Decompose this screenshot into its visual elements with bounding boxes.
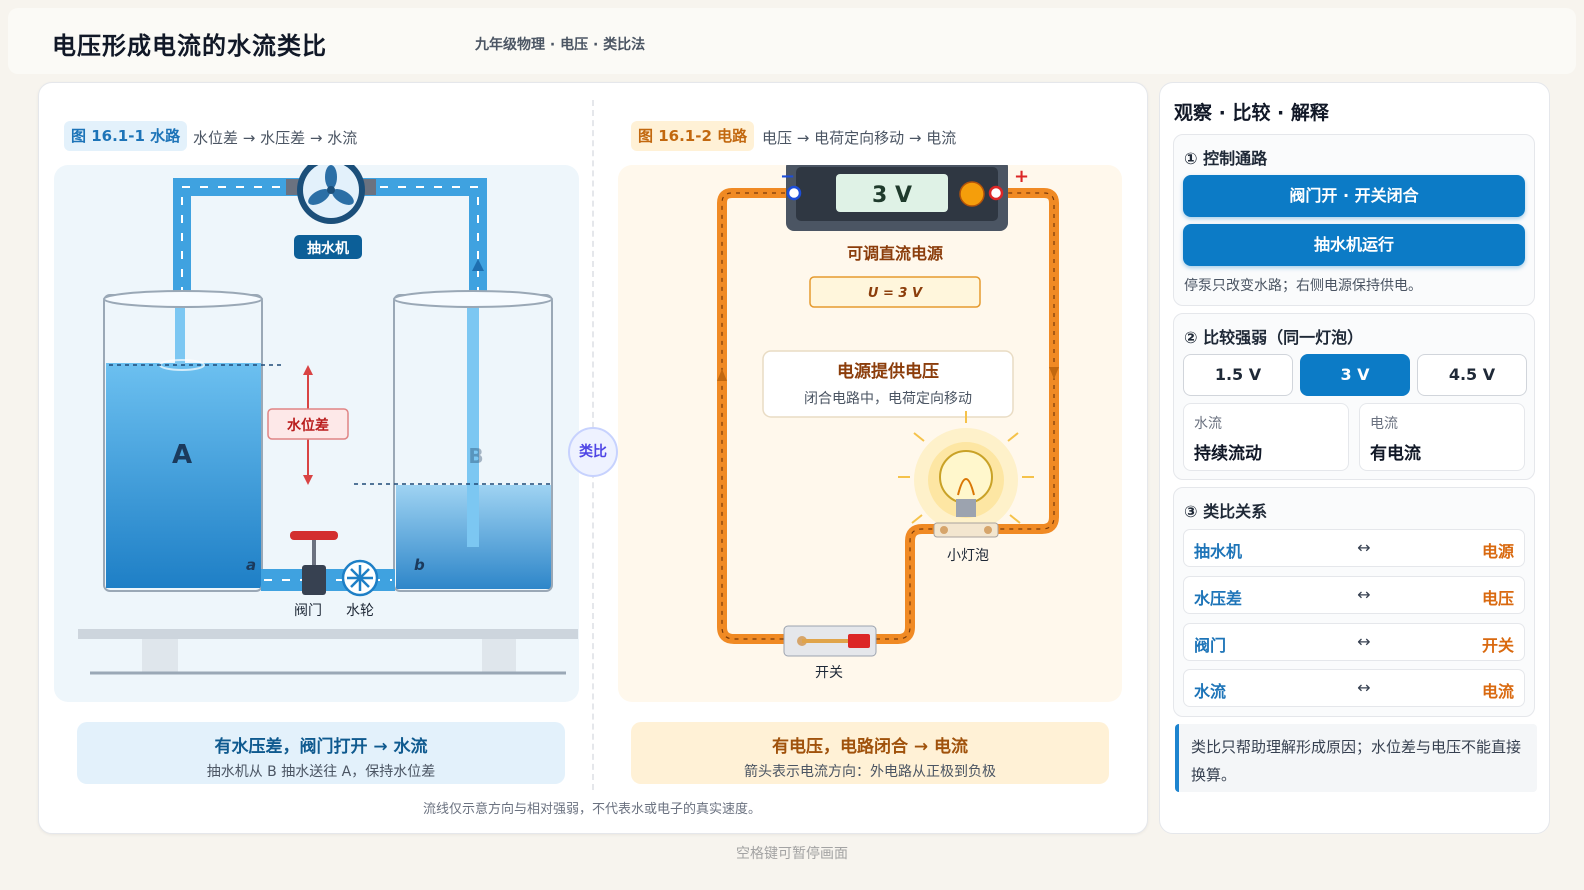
relation-left: 抽水机 <box>1194 542 1243 561</box>
info-title: 电源提供电压 <box>837 361 939 382</box>
control-heading: ① 控制通路 <box>1184 149 1268 168</box>
circuit-banner-sub: 箭头表示电流方向：外电路从正极到负极 <box>744 764 996 780</box>
negative-terminal <box>786 185 802 201</box>
relation-right: 电压 <box>1481 589 1514 608</box>
positive-terminal <box>988 185 1004 201</box>
bulb-icon <box>939 450 993 504</box>
water-diagram: 抽水机 A a 水位差 B b <box>78 156 578 675</box>
analogy-callout: 类比只帮助理解形成原因；水位差与电压不能直接换算。 <box>1175 724 1537 792</box>
relation-heading: ③ 类比关系 <box>1184 502 1268 521</box>
water-scene: 抽水机 A a 水位差 B b <box>54 156 579 702</box>
relation-left: 水压差 <box>1194 589 1243 608</box>
tank-a-label: A <box>172 440 192 470</box>
callout-text: 类比只帮助理解形成原因；水位差与电压不能直接换算。 <box>1191 738 1522 784</box>
relation-right: 开关 <box>1481 636 1514 655</box>
pump-label-bg <box>294 235 362 259</box>
water-figure-caption: 水位差 → 水压差 → 水流 <box>193 129 358 147</box>
relation-row: 水流 ↔ 电流 <box>1183 669 1525 707</box>
relation-card: ③ 类比关系 抽水机 ↔ 电源 水压差 ↔ 电压 阀门 ↔ 开关 水流 ↔ 电流 <box>1173 487 1535 717</box>
relation-arrow: ↔ <box>1357 538 1371 557</box>
bulb-label: 小灯泡 <box>947 548 989 564</box>
plus-sign: + <box>1014 166 1029 187</box>
switch-label: 开关 <box>815 665 843 681</box>
voltage-option-1-5v[interactable]: 1.5 V <box>1183 354 1293 396</box>
circuit-figure-tag: 图 16.1-2 电路 <box>631 121 755 151</box>
tank-b-label: B <box>468 444 483 468</box>
relation-row: 水压差 ↔ 电压 <box>1183 576 1525 614</box>
relation-right: 电源 <box>1481 542 1514 561</box>
relation-arrow: ↔ <box>1357 678 1371 697</box>
minus-sign: − <box>780 166 795 187</box>
current-stat: 电流 有电流 <box>1359 403 1525 471</box>
info-box <box>762 350 1014 418</box>
point-a-label: a <box>246 556 256 574</box>
circuit-figure-caption: 电压 → 电荷定向移动 → 电流 <box>762 129 957 147</box>
circuit-diagram: 3 V − + 可调直流电源 U = 3 V 电源提供电压 闭合电路中，电荷定向… <box>717 159 1059 681</box>
compare-card: ② 比较强弱（同一灯泡） 1.5 V 3 V 4.5 V 水流 持续流动 电流 … <box>1173 313 1535 480</box>
current-key: 电流 <box>1370 416 1398 432</box>
current-arrow-left <box>717 369 727 381</box>
flow-arrow-up <box>472 259 484 271</box>
water-banner-title: 有水压差，阀门打开 → 水流 <box>214 737 428 757</box>
relation-arrow: ↔ <box>1357 632 1371 651</box>
analogy-badge: 类比 <box>568 427 618 477</box>
relation-row: 抽水机 ↔ 电源 <box>1183 529 1525 567</box>
footnote: 流线仅示意方向与相对强弱，不代表水或电子的真实速度。 <box>422 802 761 817</box>
control-card: ① 控制通路 阀门开 · 开关闭合 抽水机运行 停泵只改变水路；右侧电源保持供电… <box>1173 134 1535 306</box>
pump-label: 抽水机 <box>307 240 349 257</box>
keyboard-hint: 空格键可暂停画面 <box>736 846 848 862</box>
side-title: 观察 · 比较 · 解释 <box>1174 102 1329 124</box>
compare-heading: ② 比较强弱（同一灯泡） <box>1184 328 1364 347</box>
wheel-label: 水轮 <box>346 603 374 619</box>
control-note: 停泵只改变水路；右侧电源保持供电。 <box>1184 278 1422 294</box>
current-value: 有电流 <box>1370 444 1421 464</box>
circuit-banner: 有电压，电路闭合 → 电流 箭头表示电流方向：外电路从正极到负极 <box>631 722 1109 784</box>
water-figure-tag: 图 16.1-1 水路 <box>64 121 188 151</box>
circuit-banner-title: 有电压，电路闭合 → 电流 <box>771 737 969 757</box>
relation-left: 阀门 <box>1194 636 1227 655</box>
voltage-text: U = 3 V <box>868 286 923 301</box>
water-banner-sub: 抽水机从 B 抽水送往 A，保持水位差 <box>206 764 436 780</box>
valve-handle <box>290 531 338 540</box>
water-flow-stat: 水流 持续流动 <box>1183 403 1349 471</box>
voltage-option-4-5v[interactable]: 4.5 V <box>1417 354 1527 396</box>
relation-arrow: ↔ <box>1357 585 1371 604</box>
source-label: 可调直流电源 <box>847 244 943 263</box>
water-flow-value: 持续流动 <box>1194 444 1262 464</box>
table-top <box>78 629 578 639</box>
water-banner: 有水压差，阀门打开 → 水流 抽水机从 B 抽水送往 A，保持水位差 <box>77 722 565 784</box>
voltage-option-3v[interactable]: 3 V <box>1300 354 1410 396</box>
switch-lever <box>848 634 870 648</box>
relation-row: 阀门 ↔ 开关 <box>1183 623 1525 661</box>
voltage-knob <box>959 181 985 207</box>
page-subtitle: 九年级物理 · 电压 · 类比法 <box>475 37 646 53</box>
pump-run-button[interactable]: 抽水机运行 <box>1183 224 1525 266</box>
relation-right: 电流 <box>1481 682 1514 701</box>
tank-a-water <box>106 363 261 588</box>
info-sub: 闭合电路中，电荷定向移动 <box>804 391 972 407</box>
current-arrow-right <box>1049 367 1059 379</box>
point-b-label: b <box>414 556 425 574</box>
header-bar <box>8 8 1576 74</box>
voltage-display <box>836 174 948 212</box>
voltage-display-value: 3 V <box>872 183 912 208</box>
relation-left: 水流 <box>1194 682 1227 701</box>
valve-label: 阀门 <box>294 603 322 619</box>
level-diff-label: 水位差 <box>287 417 329 434</box>
circuit-scene: 3 V − + 可调直流电源 U = 3 V 电源提供电压 闭合电路中，电荷定向… <box>618 159 1122 702</box>
page-title: 电压形成电流的水流类比 <box>52 32 327 60</box>
water-flow-key: 水流 <box>1194 416 1222 432</box>
valve-switch-button[interactable]: 阀门开 · 开关闭合 <box>1183 175 1525 217</box>
